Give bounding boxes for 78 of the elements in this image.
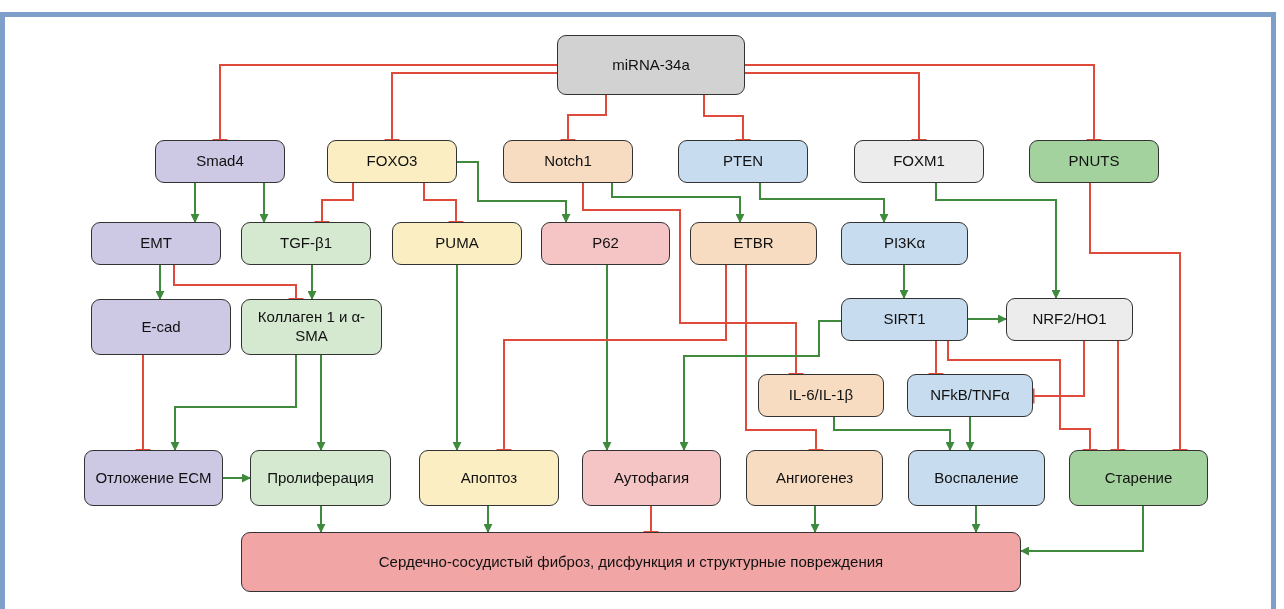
process-box xyxy=(841,298,968,341)
arrow xyxy=(611,182,745,223)
node-label: miRNA-34a xyxy=(612,55,690,75)
node-label: PNUTS xyxy=(1068,152,1120,171)
process-box xyxy=(84,450,223,506)
process-box xyxy=(91,222,221,265)
arrow xyxy=(316,354,326,451)
node-label: Старение xyxy=(1104,468,1173,488)
node-label: FOXO3 xyxy=(366,152,418,171)
process-box xyxy=(392,222,522,265)
arrow xyxy=(759,182,889,223)
process-box xyxy=(908,450,1045,506)
process-box xyxy=(557,35,745,95)
arrow xyxy=(222,473,251,483)
node-label: Notch1 xyxy=(544,152,592,171)
process-box xyxy=(327,140,457,183)
node-label: P62 xyxy=(592,234,619,253)
process-box xyxy=(250,450,391,506)
node-label: Сердечно-сосудистый фиброз, дисфункция и структурные повреждения xyxy=(378,552,884,572)
node-label: Пролиферация xyxy=(267,468,374,488)
arrow xyxy=(935,182,1061,299)
process-box xyxy=(690,222,817,265)
process-box xyxy=(907,374,1033,417)
node-label: NFkB/TNFα xyxy=(930,386,1010,405)
process-box xyxy=(854,140,984,183)
arrow xyxy=(967,314,1007,324)
process-box xyxy=(582,450,721,506)
process-box xyxy=(1069,450,1208,506)
arrow xyxy=(170,354,297,451)
node-label: Аутофагия xyxy=(613,468,689,488)
inhibition-line xyxy=(1031,340,1085,404)
node-label: IL-6/IL-1β xyxy=(788,386,854,405)
arrow xyxy=(456,161,571,223)
node-label: Smad4 xyxy=(196,152,244,171)
arrow xyxy=(965,416,975,451)
process-box xyxy=(91,299,231,355)
process-box xyxy=(241,222,371,265)
node-label: PI3Kα xyxy=(883,234,926,253)
arrow xyxy=(316,505,326,533)
arrow xyxy=(1020,505,1144,556)
arrow xyxy=(483,505,493,533)
node-label: Отложение ECM xyxy=(95,468,212,488)
arrow xyxy=(259,182,269,223)
process-box xyxy=(241,532,1021,592)
node-label: PUMA xyxy=(435,234,479,253)
node-label: Воспаление xyxy=(934,468,1019,488)
process-box xyxy=(503,140,633,183)
process-box xyxy=(841,222,968,265)
node-label: SIRT1 xyxy=(883,310,926,329)
process-box xyxy=(541,222,670,265)
process-box xyxy=(419,450,559,506)
process-box xyxy=(1006,298,1133,341)
arrow xyxy=(452,264,462,451)
node-label: Коллаген 1 и α-SMA xyxy=(256,308,367,346)
arrow xyxy=(602,264,612,451)
node-label: TGF-β1 xyxy=(280,234,332,253)
process-box xyxy=(746,450,883,506)
node-label: ETBR xyxy=(733,234,774,253)
node-label: FOXM1 xyxy=(893,152,945,171)
process-box xyxy=(1029,140,1159,183)
arrow xyxy=(155,264,165,300)
process-box xyxy=(758,374,884,417)
arrow xyxy=(679,320,842,451)
node-label: E-cad xyxy=(141,317,181,337)
arrow xyxy=(810,505,820,533)
process-box xyxy=(155,140,285,183)
node-label: PTEN xyxy=(723,152,763,171)
arrow xyxy=(190,182,200,223)
arrow xyxy=(833,416,955,451)
arrow xyxy=(971,505,981,533)
node-label: EMT xyxy=(140,234,172,253)
arrow xyxy=(899,264,909,299)
arrow xyxy=(307,264,317,300)
node-label: NRF2/HO1 xyxy=(1032,310,1107,329)
process-box xyxy=(241,299,382,355)
node-label: Апоптоз xyxy=(460,468,518,488)
node-label: Ангиогенез xyxy=(775,468,854,488)
process-box xyxy=(678,140,808,183)
